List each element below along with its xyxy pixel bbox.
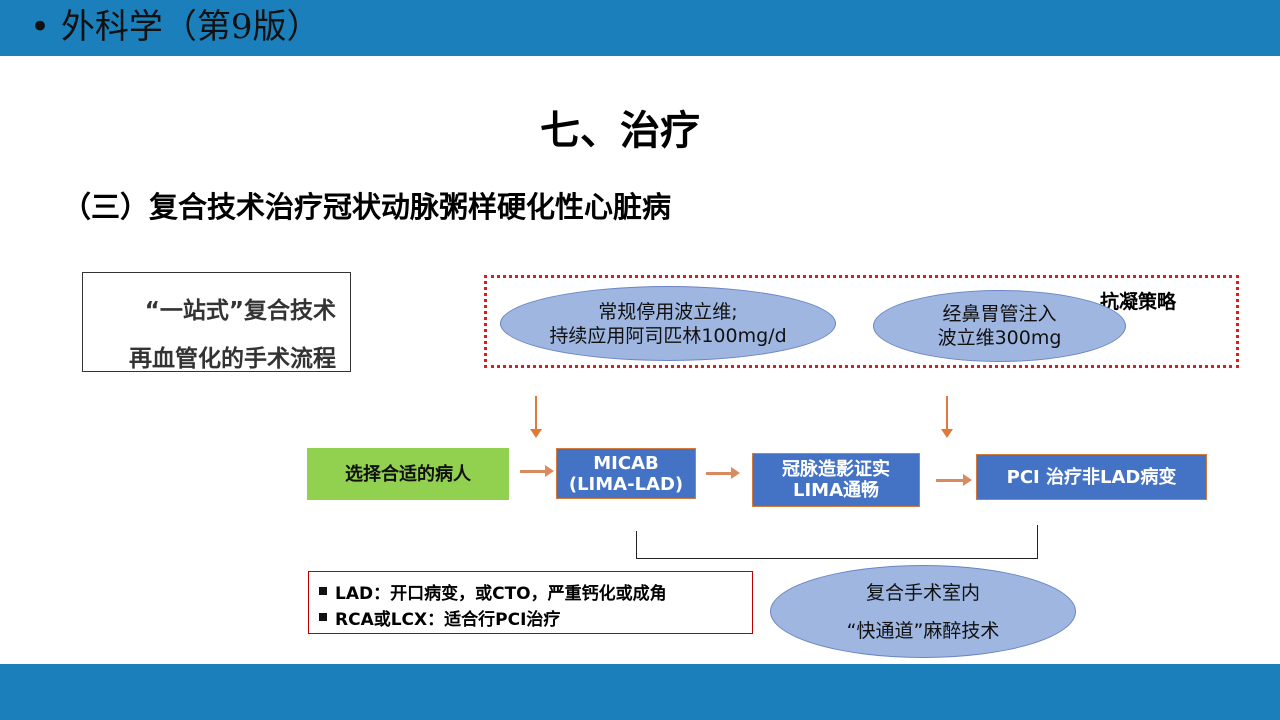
down-arrow: [941, 396, 953, 438]
anticoagulation-label: 抗凝策略: [1100, 291, 1177, 313]
square-bullet-icon: [319, 613, 327, 621]
ellipse-text: 波立维300mg: [937, 327, 1062, 349]
right-arrow: [936, 474, 972, 486]
ellipse-text: 持续应用阿司匹林100mg/d: [549, 324, 787, 347]
procedure-label-line2: 再血管化的手术流程: [129, 346, 336, 372]
bracket-line: [636, 531, 637, 559]
procedure-label-box: “一站式”复合技术 再血管化的手术流程: [82, 272, 351, 372]
anticoagulation-region: [484, 275, 1239, 368]
criteria-text: LAD：开口病变，或CTO，严重钙化或成角: [335, 583, 667, 604]
anesthesia-ellipse: 复合手术室内 “快通道”麻醉技术: [770, 565, 1076, 658]
flow-step-text: (LIMA-LAD): [568, 473, 684, 495]
header-bar: • 外科学（第9版）: [0, 0, 1280, 56]
flow-step-select-patient: 选择合适的病人: [307, 448, 509, 500]
ellipse-text: 常规停用波立维;: [598, 300, 738, 323]
ellipse-text: 复合手术室内: [865, 581, 980, 604]
anticoag-ellipse-clopidogrel: 经鼻胃管注入 波立维300mg: [873, 290, 1126, 362]
list-item: RCA或LCX：适合行PCI治疗: [319, 604, 752, 630]
criteria-box: LAD：开口病变，或CTO，严重钙化或成角 RCA或LCX：适合行PCI治疗: [308, 571, 753, 634]
section-subtitle: （三）复合技术治疗冠状动脉粥样硬化性心脏病: [62, 190, 672, 224]
right-arrow: [520, 465, 554, 477]
criteria-text: RCA或LCX：适合行PCI治疗: [335, 609, 561, 630]
page-title: 七、治疗: [540, 108, 700, 154]
right-arrow: [706, 467, 740, 479]
course-title: • 外科学（第9版）: [30, 7, 321, 47]
anticoag-ellipse-aspirin: 常规停用波立维; 持续应用阿司匹林100mg/d: [500, 286, 836, 361]
flow-step-text: 冠脉造影证实: [782, 459, 890, 480]
bracket-line: [636, 558, 1038, 559]
ellipse-text: 经鼻胃管注入: [942, 303, 1057, 325]
flow-step-text: LIMA通畅: [792, 480, 879, 501]
flow-step-text: MICAB: [593, 452, 659, 474]
square-bullet-icon: [319, 587, 327, 595]
bracket-line: [1037, 525, 1038, 558]
down-arrow: [530, 396, 542, 438]
ellipse-text: “快通道”麻醉技术: [846, 619, 1000, 642]
flow-step-pci: PCI 治疗非LAD病变: [976, 454, 1207, 500]
flow-step-micab: MICAB (LIMA-LAD): [556, 448, 696, 499]
list-item: LAD：开口病变，或CTO，严重钙化或成角: [319, 578, 752, 604]
flow-step-angiography: 冠脉造影证实 LIMA通畅: [752, 453, 920, 507]
procedure-label-line1: “一站式”复合技术: [144, 298, 336, 324]
footer-bar: [0, 664, 1280, 720]
